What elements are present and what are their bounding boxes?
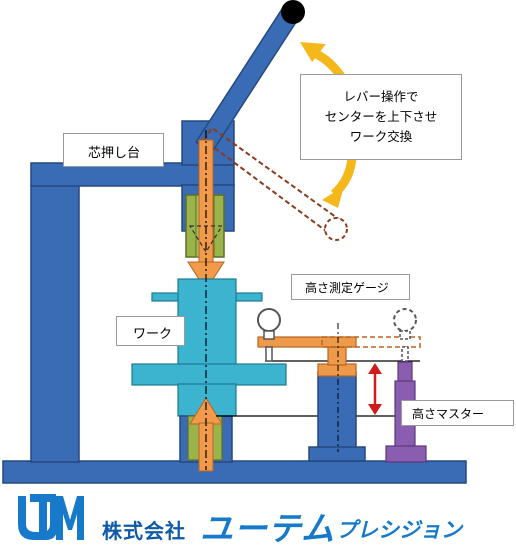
dial-indicator-swung [393,308,417,332]
work-mid-flange [131,363,287,386]
lever-note-line-3: ワーク交換 [349,129,413,144]
lever-knob [281,0,305,24]
lever-operation-note: レバー操作で センターを上下させ ワーク交換 [300,74,462,160]
height-gauge-label: 高さ測定ゲージ [291,274,410,300]
gauge-arm [257,336,357,348]
logo-brand-sub-text: プレシジョン [336,518,462,542]
height-master-label-text: 高さマスター [412,407,485,421]
lever-knob-swung [324,217,348,241]
lever-note-line-1: レバー操作で [343,89,419,104]
height-gauge-label-text: 高さ測定ゲージ [305,281,389,295]
gauge-post [317,371,357,451]
logo-company-text: 株式会社 [102,519,186,543]
work-label: ワーク [116,316,185,346]
lever-note-line-2: センターを上下させ [324,109,438,124]
logo-mark [18,494,84,540]
gauge-post-stem [327,346,347,366]
height-arrow-head-up [368,363,382,374]
frame-column [30,184,80,463]
dial-indicator-swung-stem [399,330,411,340]
logo-brand-text: ユーテム [200,509,336,548]
swing-arrow-upper-head [300,42,326,62]
gauge-post-foot [308,446,366,462]
work-label-text: ワーク [133,327,173,342]
base-plate [2,460,467,484]
dial-indicator-swung-tip [401,346,409,362]
height-master-top [397,361,413,383]
dial-indicator-tip [265,346,273,362]
height-arrow-head-down [368,404,382,415]
tailstock-label-text: 芯押し台 [88,146,141,161]
work-upper-body [177,278,237,366]
swing-arrow-lower-head [322,186,344,208]
tailstock-label: 芯押し台 [63,133,164,167]
dial-indicator-stem [263,330,275,340]
dial-indicator [257,308,281,332]
gauge-post-collar [317,363,357,377]
gauge-arm-swung [321,336,421,348]
height-master-label: 高さマスター [401,400,514,426]
height-master-base [385,445,427,463]
